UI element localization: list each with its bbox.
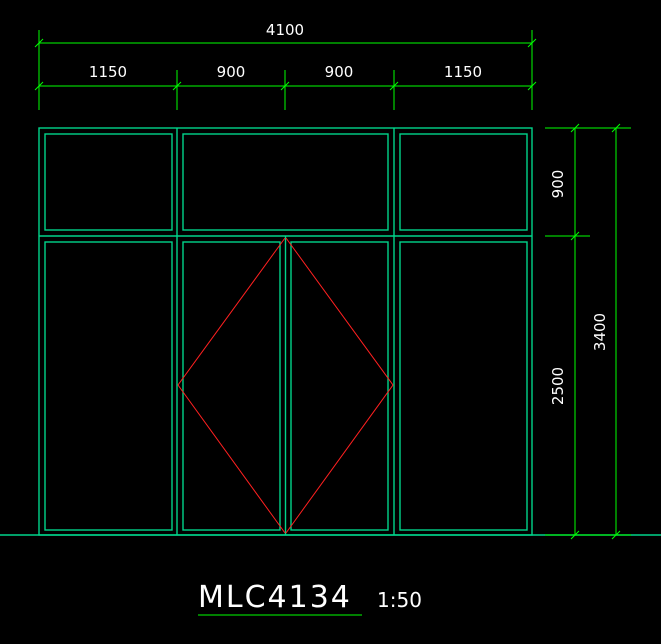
width-label-3: 900 [325,63,354,81]
door-leaf-left [182,241,281,531]
lower-side-pane-right [399,241,528,531]
upper-pane-1 [44,133,173,231]
horizontal-dim-ticks [34,38,537,91]
width-label-2: 900 [217,63,246,81]
drawing-title: MLC4134 [198,580,352,615]
swing-line-right [285,237,394,534]
door-leaf-right [290,241,389,531]
upper-pane-2 [182,133,389,231]
upper-pane-3 [399,133,528,231]
width-label-4: 1150 [444,63,482,81]
overall-height-label: 3400 [591,313,609,351]
vertical-dim-ticks [570,123,621,540]
lower-side-pane-left [44,241,173,531]
swing-line-left [177,237,286,534]
drawing-scale: 1:50 [377,588,422,612]
height-label-1: 900 [549,170,567,199]
overall-width-label: 4100 [266,21,304,39]
height-label-2: 2500 [549,367,567,405]
width-label-1: 1150 [89,63,127,81]
